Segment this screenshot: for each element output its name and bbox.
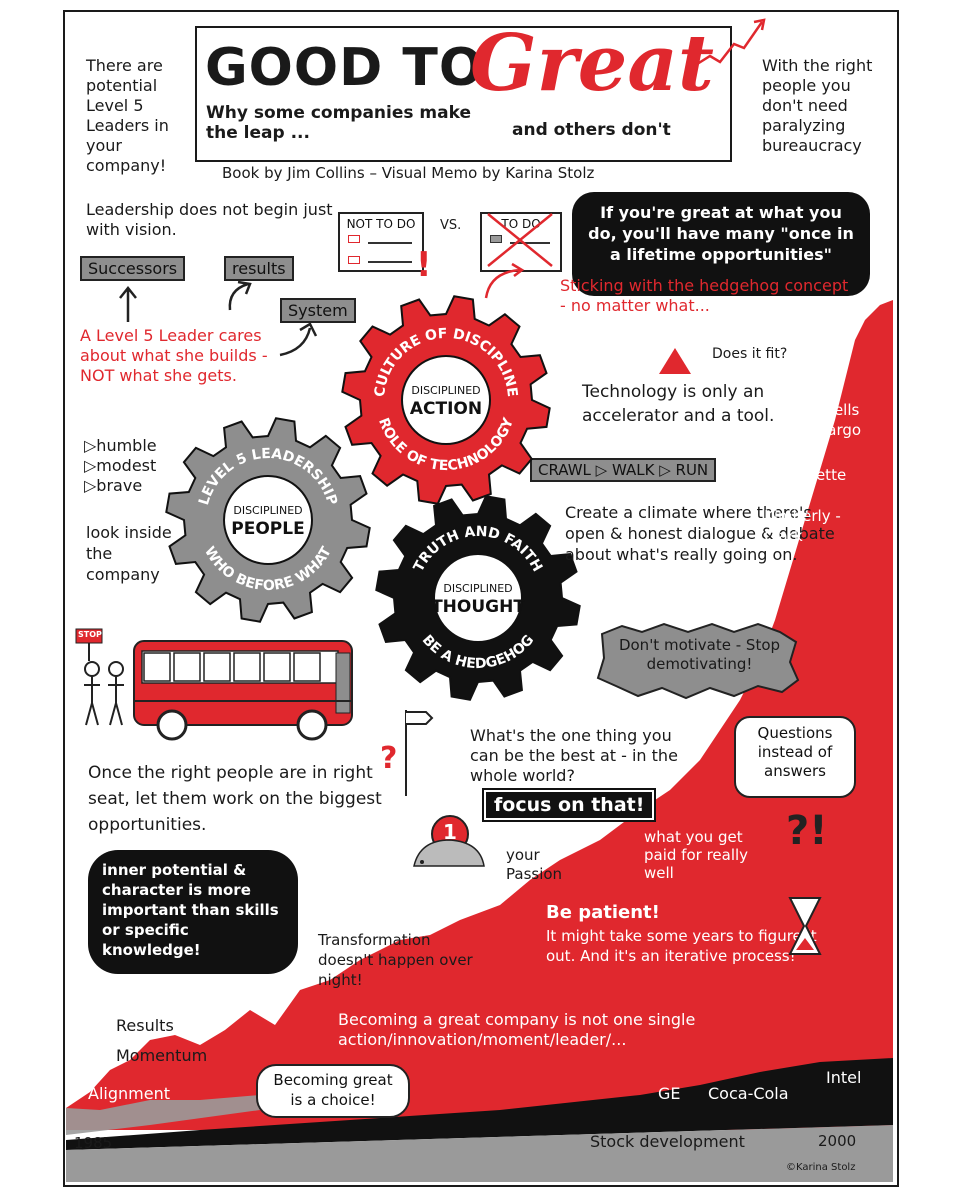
traits-list: ▷humble ▷modest ▷brave: [84, 436, 157, 496]
page-frame: [63, 10, 899, 1187]
cross-out-icon: [487, 213, 553, 267]
black-band: [66, 1058, 893, 1150]
vs-label: VS.: [440, 218, 462, 233]
label-momentum: Momentum: [116, 1046, 208, 1065]
note-hedgehog-stick: Sticking with the hedgehog concept - no …: [560, 276, 849, 315]
company-kimberly-clark: Kimberly -Clark: [764, 507, 841, 545]
hedgehog-number: 1: [443, 820, 457, 844]
copyright: ©Karina Stolz: [786, 1162, 856, 1173]
gear-center-top-thought: DISCIPLINED: [443, 582, 512, 595]
to-do-label: TO DO: [501, 217, 541, 231]
note-be-patient-title: Be patient!: [546, 902, 660, 923]
gear-center-main-action: ACTION: [410, 399, 482, 419]
hedgehog-illustration: [413, 815, 485, 867]
up-arrow-icon: [659, 348, 691, 374]
company-coca-cola: Coca-Cola: [708, 1084, 789, 1103]
trait-modest: ▷modest: [84, 456, 157, 475]
box-successors: Successors: [80, 256, 186, 281]
year-start: 1985: [74, 1134, 113, 1152]
note-one-thing: What's the one thing you can be the best…: [470, 726, 678, 785]
bubble-inner-potential-text: inner potential & character is more impo…: [102, 861, 279, 959]
year-end: 2000: [818, 1132, 857, 1150]
label-alignment: Alignment: [88, 1084, 170, 1103]
signpost-icon: ?: [380, 710, 434, 796]
bubble-inner-potential: inner potential & character is more impo…: [88, 850, 298, 974]
note-level5-leader: A Level 5 Leader cares about what she bu…: [80, 326, 268, 385]
note-does-it-fit: Does it fit?: [712, 346, 788, 362]
bubble-great-at-text: If you're great at what you do, you'll h…: [588, 203, 854, 264]
bubble-motivate: [596, 622, 800, 700]
question-exclamation: ?!: [786, 808, 828, 854]
note-climate: Create a climate where there's open & ho…: [565, 503, 835, 564]
not-to-do-card: NOT TO DO: [338, 212, 424, 272]
note-right-people-text: Once the right people are in right seat,…: [88, 763, 382, 835]
stop-sign: STOP: [78, 630, 102, 639]
note-vision: Leadership does not begin just with visi…: [86, 200, 333, 239]
company-wells-fargo: Wells Fargo: [820, 401, 862, 439]
gear-center-main-thought: THOUGHT: [431, 597, 525, 617]
exclamation-mark: !: [416, 245, 432, 285]
gear-center-thought: [433, 553, 523, 643]
title-subtitle-right: and others don't: [512, 120, 671, 140]
gear-center-top-people: DISCIPLINED: [233, 504, 302, 517]
red-curve-arrow: [484, 262, 525, 299]
bubble-questions-text: Questions instead of answers: [757, 724, 833, 780]
note-your-passion: your Passion: [506, 846, 563, 883]
arrows-group: [119, 280, 318, 357]
gear-center-main-people: PEOPLE: [231, 519, 304, 539]
bubble-questions: Questions instead of answers: [734, 716, 856, 798]
grey-ground: [66, 1125, 893, 1182]
note-be-patient: It might take some years to figure it ou…: [546, 927, 817, 965]
grey-hill: [66, 1075, 330, 1135]
note-level5-potential: There are potential Level 5 Leaders in y…: [86, 56, 169, 175]
note-look-inside: look inside the company: [86, 523, 172, 584]
gear-center-action: [401, 355, 491, 445]
title-good-to: GOOD TO: [205, 38, 485, 98]
company-gilette: Gilette: [796, 466, 847, 484]
note-becoming-company: Becoming a great company is not one sing…: [338, 1010, 696, 1049]
title-subtitle-left: Why some companies make the leap ...: [206, 103, 471, 143]
note-right-people: With the right people you don't need par…: [762, 56, 873, 155]
note-technology: Technology is only an accelerator and a …: [582, 382, 775, 426]
svg-text:?: ?: [380, 741, 397, 776]
trait-brave: ▷brave: [84, 476, 143, 495]
box-system: System: [280, 298, 356, 323]
title-box: [195, 26, 732, 162]
byline: Book by Jim Collins – Visual Memo by Kar…: [222, 164, 595, 182]
note-transformation: Transformation doesn't happen over night…: [318, 931, 473, 989]
hourglass-icon: [788, 897, 822, 955]
bus-illustration: [75, 628, 353, 741]
growth-arrow-icon: [693, 18, 766, 68]
bubble-motivate-text: Don't motivate - Stop demotivating!: [618, 636, 781, 673]
bubble-great-at: If you're great at what you do, you'll h…: [572, 192, 870, 296]
red-mountain: [66, 300, 893, 1130]
title-great: Great: [470, 18, 714, 109]
not-to-do-label: NOT TO DO: [346, 217, 416, 231]
box-results: results: [224, 256, 294, 281]
box-crawl-walk-run: CRAWL ▷ WALK ▷ RUN: [530, 458, 717, 482]
trait-humble: ▷humble: [84, 436, 157, 455]
stock-development-label: Stock development: [590, 1132, 745, 1151]
label-results: Results: [116, 1016, 174, 1035]
note-get-paid: what you get paid for really well: [644, 828, 749, 882]
focus-on-that: focus on that!: [481, 788, 657, 822]
bubble-choice: Becoming great is a choice!: [256, 1064, 410, 1118]
gear-center-people: [223, 475, 313, 565]
bubble-choice-text: Becoming great is a choice!: [273, 1071, 393, 1109]
gear-center-top-action: DISCIPLINED: [411, 384, 480, 397]
company-intel: Intel: [826, 1068, 862, 1087]
company-ge: GE: [658, 1084, 681, 1103]
